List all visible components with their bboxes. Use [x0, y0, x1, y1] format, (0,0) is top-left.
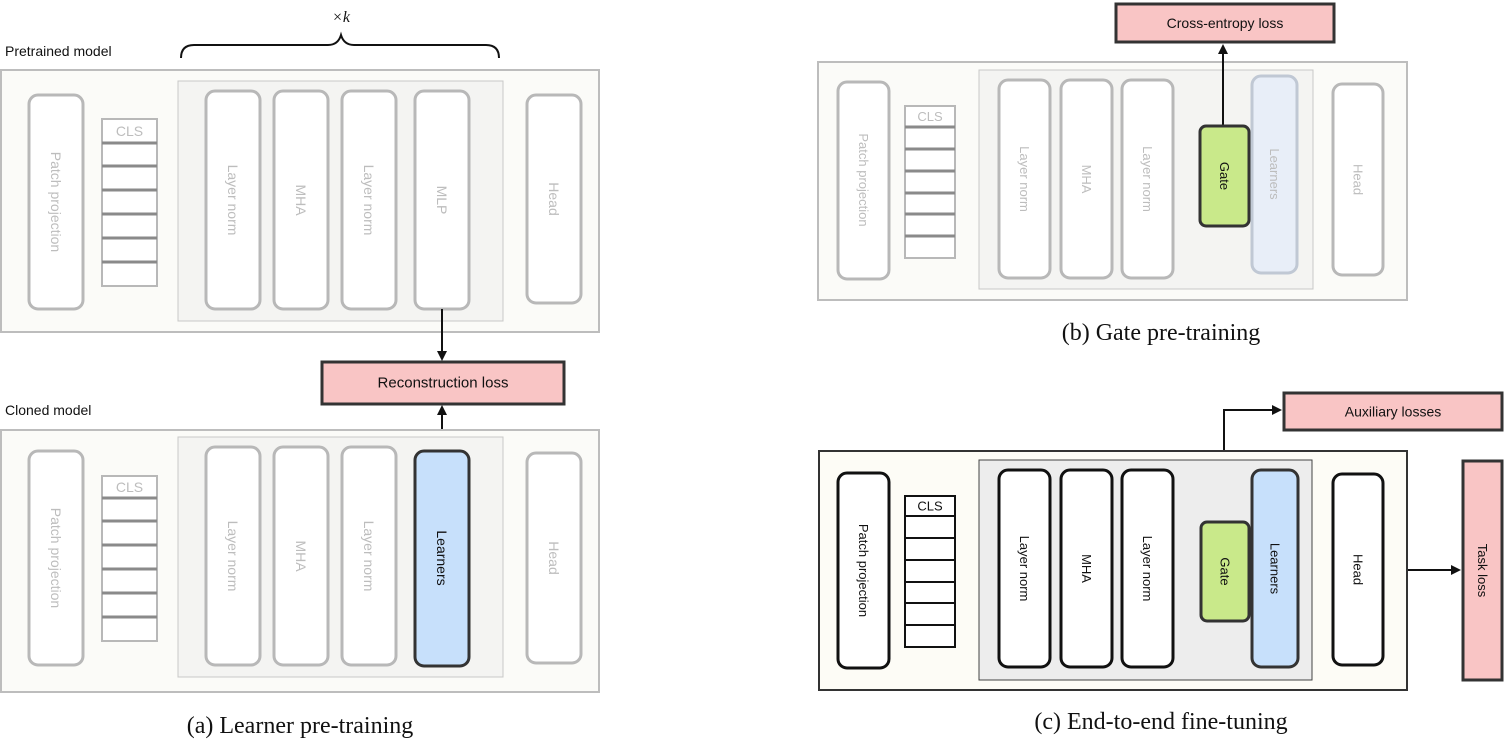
- panel-a: Pretrained model ×k Patch projection CLS…: [0, 9, 600, 739]
- panel-c-patch-projection: [836, 471, 891, 670]
- panel-b-learners-label: Learners: [1267, 148, 1282, 200]
- cloned-head: [525, 451, 583, 665]
- pretrained-mlp-label: MLP: [434, 186, 450, 215]
- panel-b-layer-norm-1: [997, 78, 1052, 280]
- panel-c-mha: [1059, 468, 1114, 669]
- task-loss-label: Task loss: [1475, 544, 1490, 598]
- panel-b-patch-projection: [836, 80, 891, 281]
- panel-c-head: [1331, 472, 1385, 667]
- pretrained-token-dividers: [102, 141, 157, 264]
- panel-c-gate-label: Gate: [1218, 557, 1233, 585]
- panel-b-cls-label: CLS: [917, 109, 943, 124]
- panel-b-caption: (b) Gate pre-training: [1062, 320, 1261, 346]
- repeat-k-label: ×k: [332, 9, 351, 26]
- panel-c-cls-label: CLS: [917, 499, 943, 514]
- panel-c-layer-norm-1: [997, 468, 1052, 669]
- cloned-mha: [272, 445, 330, 667]
- pretrained-patch-projection: [27, 93, 85, 311]
- pretrained-layer-norm-1: [204, 89, 262, 311]
- pretrained-model: Patch projection CLS Layer norm MHA Laye…: [0, 69, 600, 333]
- panel-b-layer-norm-2: [1120, 78, 1175, 280]
- panel-c: Auxiliary losses Patch projection CLS La…: [818, 391, 1504, 735]
- reconstruction-loss-label: Reconstruction loss: [378, 375, 509, 392]
- panel-b: Cross-entropy loss Patch projection CLS …: [817, 2, 1408, 346]
- cloned-patch-label: Patch projection: [48, 508, 64, 608]
- panel-c-layer-norm-2-label: Layer norm: [1140, 536, 1155, 602]
- panel-c-learners: [1250, 468, 1300, 669]
- cloned-learners: [413, 449, 471, 668]
- panel-b-learners: [1250, 74, 1299, 275]
- panel-b-mha-label: MHA: [1079, 165, 1094, 194]
- pretrained-mha: [272, 89, 330, 311]
- pretrained-layer-norm-1-label: Layer norm: [225, 165, 241, 236]
- panel-c-patch-label: Patch projection: [856, 524, 871, 617]
- reconstruction-loss-box: [320, 360, 566, 406]
- panel-c-layer-norm-2: [1120, 468, 1175, 669]
- cloned-token-dividers: [102, 496, 157, 619]
- cloned-layer-norm-2: [340, 445, 398, 667]
- pretrained-cls-label: CLS: [116, 123, 143, 139]
- panel-b-patch-label: Patch projection: [856, 133, 871, 226]
- pretrained-mha-label: MHA: [293, 184, 309, 216]
- auxiliary-losses-label: Auxiliary losses: [1345, 404, 1441, 420]
- cloned-layer-norm-1: [204, 445, 262, 667]
- panel-c-layer-norm-1-label: Layer norm: [1017, 536, 1032, 602]
- pretrained-head-label: Head: [546, 182, 562, 215]
- pretrained-patch-label: Patch projection: [48, 152, 64, 252]
- auxiliary-losses-box: [1282, 391, 1504, 432]
- panel-c-caption: (c) End-to-end fine-tuning: [1034, 709, 1287, 735]
- panel-b-mha: [1059, 78, 1114, 280]
- repeat-brace: [180, 31, 500, 59]
- panel-b-layer-norm-1-label: Layer norm: [1017, 146, 1032, 212]
- pretrained-head: [525, 93, 583, 305]
- panel-b-token-dividers: [905, 125, 955, 238]
- panel-c-head-label: Head: [1351, 554, 1366, 585]
- cloned-layer-norm-2-label: Layer norm: [361, 521, 377, 592]
- panel-c-mha-label: MHA: [1079, 554, 1094, 583]
- panel-b-gate-label: Gate: [1217, 162, 1232, 190]
- panel-a-caption: (a) Learner pre-training: [187, 713, 414, 739]
- cloned-model: Patch projection CLS Layer norm MHA Laye…: [0, 429, 600, 693]
- cloned-mha-label: MHA: [293, 540, 309, 572]
- pretrained-layer-norm-2: [340, 89, 398, 311]
- cloned-model-label: Cloned model: [5, 402, 91, 418]
- cross-entropy-loss-box: [1114, 2, 1336, 44]
- pretrained-layer-norm-2-label: Layer norm: [361, 165, 377, 236]
- cross-entropy-loss-label: Cross-entropy loss: [1167, 15, 1284, 31]
- pretrained-model-label: Pretrained model: [5, 43, 112, 59]
- cloned-head-label: Head: [546, 541, 562, 574]
- panel-c-token-dividers: [905, 537, 955, 626]
- cloned-patch-projection: [27, 449, 85, 667]
- panel-c-learners-label: Learners: [1268, 543, 1283, 595]
- task-loss-box: [1461, 459, 1504, 682]
- panel-b-head-label: Head: [1351, 164, 1366, 195]
- panel-c-gate: [1199, 520, 1251, 623]
- pretrained-cls-token: [101, 118, 158, 144]
- panel-b-gate: [1198, 124, 1251, 228]
- cloned-cls-label: CLS: [116, 479, 143, 495]
- cloned-learners-label: Learners: [434, 530, 450, 585]
- cloned-layer-norm-1-label: Layer norm: [225, 521, 241, 592]
- panel-b-head: [1331, 82, 1385, 277]
- panel-b-layer-norm-2-label: Layer norm: [1140, 146, 1155, 212]
